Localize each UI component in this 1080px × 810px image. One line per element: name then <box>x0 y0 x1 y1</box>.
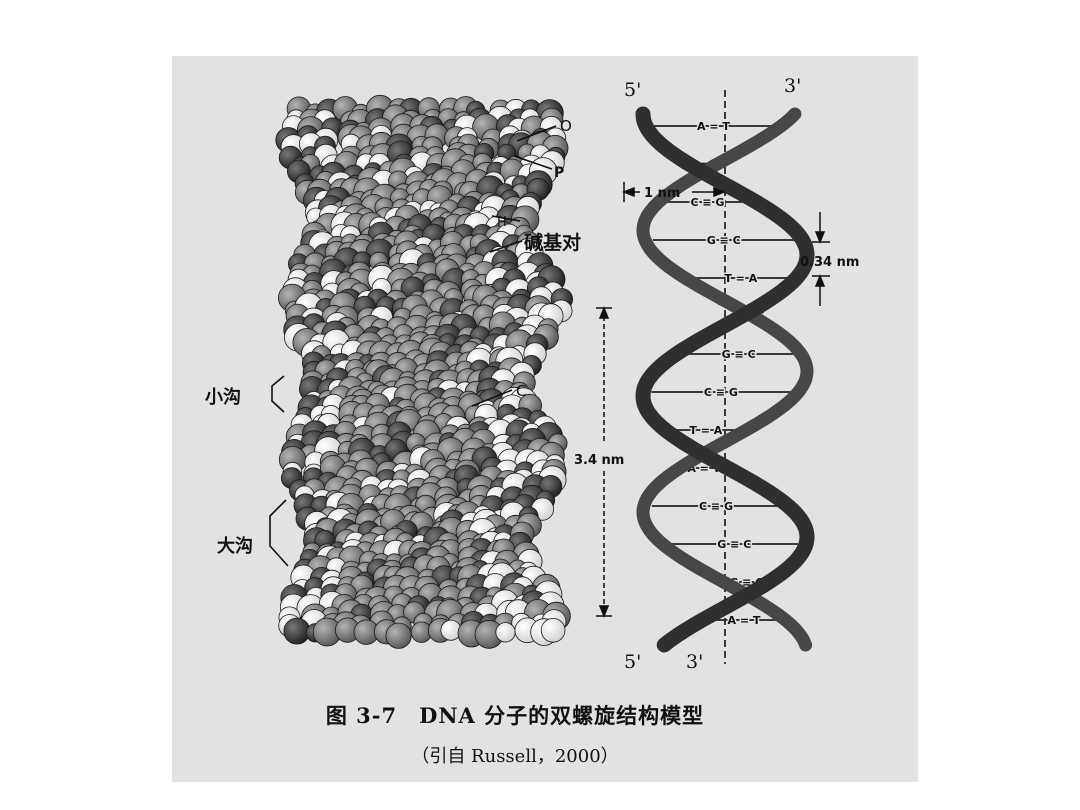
atom-sphere <box>540 617 566 643</box>
figure-title: DNA 分子的双螺旋结构模型 <box>419 703 705 728</box>
pitch-dimension <box>596 305 612 619</box>
base-pair-label: G ≡ C <box>722 348 756 361</box>
figure-caption: 图 3-7 DNA 分子的双螺旋结构模型 （引自 Russell，2000） <box>172 700 918 768</box>
pitch-label: 3.4 nm <box>574 453 624 468</box>
base-pair-label: C ≡ G <box>704 386 738 399</box>
width-label: 1 nm <box>644 186 680 201</box>
figure-panel: O P H C 碱基对 小沟 大沟 A = T T = A C ≡ G G ≡ C T … <box>172 56 918 782</box>
rise-dimension <box>812 212 830 306</box>
figure-number: 图 3-7 <box>325 703 398 728</box>
atom-label-h: H <box>497 215 507 230</box>
base-pair-label: C ≡ G <box>699 500 733 513</box>
major-groove-label: 大沟 <box>217 535 253 557</box>
width-dimension <box>621 182 727 202</box>
base-pair-label: A = T <box>697 120 730 133</box>
minor-groove-label: 小沟 <box>205 386 241 408</box>
front-strand <box>635 106 815 653</box>
base-pair-label: T = A <box>724 272 757 285</box>
caption-title-line: 图 3-7 DNA 分子的双螺旋结构模型 <box>112 700 918 730</box>
base-pair-label: 碱基对 <box>524 231 581 254</box>
atom-sphere <box>385 622 412 649</box>
figure-citation: （引自 Russell，2000） <box>411 746 619 767</box>
back-strand <box>636 107 814 652</box>
base-pair-label: C ≡ G <box>690 196 724 209</box>
top-end-5prime: 5' <box>624 79 641 101</box>
atom-label-c: C <box>516 382 526 400</box>
top-end-3prime: 3' <box>784 75 801 97</box>
base-pair-label: G ≡ C <box>707 234 741 247</box>
dna-illustration: O P H C 碱基对 小沟 大沟 A = T T = A C ≡ G G ≡ C T … <box>205 75 859 673</box>
left-annotation-lines <box>269 125 557 567</box>
base-pair-label: G ≡ C <box>717 538 751 551</box>
ribbon-model: A = T T = A C ≡ G G ≡ C T = A A = T G ≡ C C ≡ G… <box>635 90 815 664</box>
bottom-end-5prime: 5' <box>624 651 641 673</box>
base-pair-label: A = T <box>727 614 760 627</box>
bottom-end-3prime: 3' <box>686 651 703 673</box>
atom-label-p: P <box>554 165 564 181</box>
atom-label-o: O <box>560 117 572 135</box>
rise-label: 0.34 nm <box>800 255 859 270</box>
space-filling-model <box>275 94 574 649</box>
atom-sphere <box>495 622 516 643</box>
base-pair-label: T = A <box>689 424 722 437</box>
